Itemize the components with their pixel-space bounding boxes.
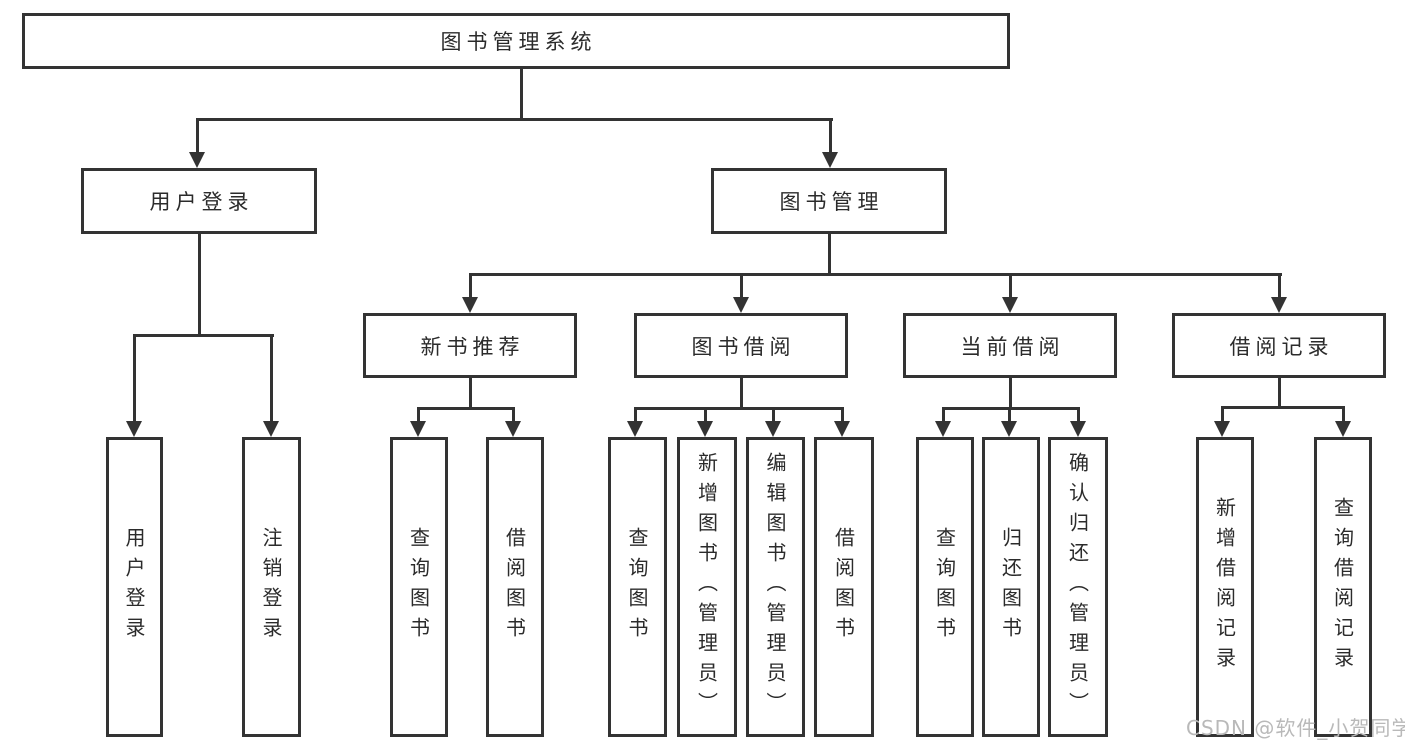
leaf-br-add-record: 新增借阅记录 [1196,437,1254,737]
connector-line [704,407,707,423]
csdn-watermark: CSDN @软件_小贺同学 [1186,716,1405,740]
connector-line [828,233,831,275]
arrow-down-icon [126,421,142,437]
connector-line [1221,406,1224,423]
connector-line [133,334,274,337]
connector-line [196,118,833,121]
arrow-down-icon [410,421,426,437]
connector-line [942,407,945,423]
arrow-down-icon [263,421,279,437]
arrow-down-icon [1214,421,1230,437]
connector-line [1009,377,1012,409]
connector-line [740,377,743,409]
connector-line [196,118,199,158]
leaf-user-login: 用户登录 [106,437,163,737]
connector-line [417,407,515,410]
node-borrowing-records: 借阅记录 [1172,313,1386,378]
connector-line [1008,407,1011,423]
leaf-cb-confirm-return-admin: 确认归还（管理员） [1048,437,1108,737]
leaf-bb-edit-books-admin: 编辑图书（管理员） [746,437,805,737]
connector-line [1077,407,1080,423]
arrow-down-icon [822,152,838,168]
connector-line [1278,377,1281,408]
connector-line [829,118,832,158]
connector-line [469,377,472,409]
arrow-down-icon [765,421,781,437]
connector-line [469,273,1282,276]
arrow-down-icon [1070,421,1086,437]
leaf-nb-borrow-books: 借阅图书 [486,437,544,737]
arrow-down-icon [1001,421,1017,437]
arrow-down-icon [834,421,850,437]
connector-line [469,273,472,301]
node-new-book-recommend: 新书推荐 [363,313,577,378]
arrow-down-icon [1271,297,1287,313]
connector-line [270,334,273,424]
node-user-login: 用户登录 [81,168,317,234]
connector-line [198,233,201,336]
arrow-down-icon [935,421,951,437]
connector-line [417,407,420,423]
node-current-borrowing: 当前借阅 [903,313,1117,378]
arrow-down-icon [1335,421,1351,437]
arrow-down-icon [733,297,749,313]
connector-line [841,407,844,423]
leaf-cb-query-books: 查询图书 [916,437,974,737]
node-book-borrowing: 图书借阅 [634,313,848,378]
node-system-root: 图书管理系统 [22,13,1010,69]
arrow-down-icon [505,421,521,437]
arrow-down-icon [1002,297,1018,313]
leaf-nb-query-books: 查询图书 [390,437,448,737]
arrow-down-icon [189,152,205,168]
leaf-br-query-record: 查询借阅记录 [1314,437,1372,737]
connector-line [634,407,637,423]
leaf-bb-borrow-books: 借阅图书 [814,437,874,737]
connector-line [772,407,775,423]
leaf-logout: 注销登录 [242,437,301,737]
connector-line [1009,273,1012,301]
leaf-bb-query-books: 查询图书 [608,437,667,737]
connector-line [942,407,1080,410]
arrow-down-icon [462,297,478,313]
leaf-bb-add-books-admin: 新增图书（管理员） [677,437,737,737]
arrow-down-icon [697,421,713,437]
connector-line [740,273,743,301]
arrow-down-icon [627,421,643,437]
connector-line [634,407,844,410]
connector-line [520,68,523,120]
connector-line [1221,406,1345,409]
connector-line [512,407,515,423]
connector-line [1278,273,1281,301]
connector-line [133,334,136,424]
connector-line [1342,406,1345,423]
node-book-management: 图书管理 [711,168,947,234]
leaf-cb-return-books: 归还图书 [982,437,1040,737]
